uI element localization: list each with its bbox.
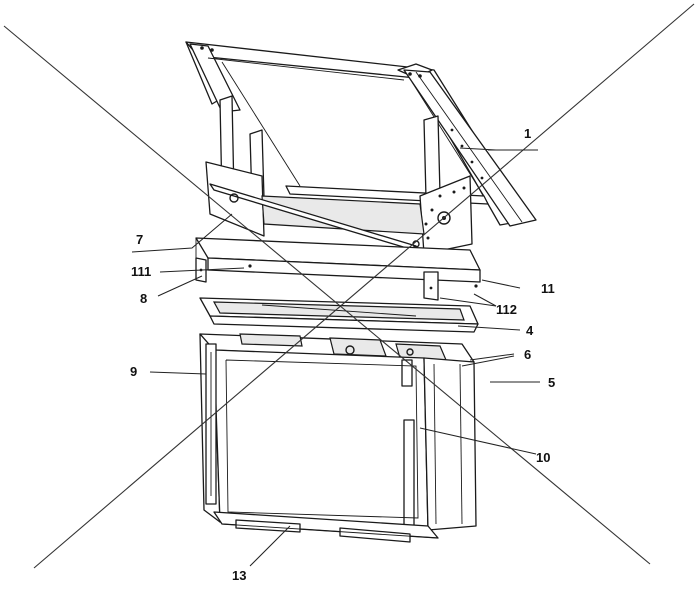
right-clip-top: [401, 359, 413, 387]
mounting-plate-front: [207, 257, 481, 283]
label-112: 112: [496, 302, 517, 317]
label-10: 10: [536, 450, 550, 465]
label-111: 111: [131, 264, 151, 279]
housing-front: [213, 349, 429, 531]
reference-numerals: 1 7 111 8 11 112 4 6 9 5 10 13: [130, 126, 555, 583]
label-5: 5: [548, 375, 555, 390]
leader-10: [419, 427, 537, 455]
outdoor-unit-housing: [199, 333, 477, 531]
leader-13: [249, 525, 291, 567]
right-side-plate: [419, 175, 473, 255]
base-foot-right: [339, 527, 411, 543]
right-clip: [403, 419, 415, 531]
top-component-1: [239, 333, 303, 347]
leader-4: [457, 325, 521, 331]
cross-line-a: [3, 25, 651, 565]
label-9: 9: [130, 364, 137, 379]
base-frame: [213, 511, 439, 543]
drip-tray: [199, 297, 479, 333]
cross-line-b: [33, 3, 695, 569]
leader-lines: [131, 147, 540, 567]
leader-7: [131, 213, 233, 253]
leader-112a: [473, 293, 497, 307]
top-component-2: [329, 337, 387, 357]
leader-6: [469, 353, 515, 361]
leader-112b: [439, 297, 497, 307]
leader-11: [481, 279, 521, 289]
mounting-plate: [195, 237, 481, 301]
leader-6b: [461, 355, 515, 367]
flange-right: [423, 271, 439, 301]
label-8: 8: [140, 291, 147, 306]
support-bracket-assembly: [205, 95, 473, 255]
bracket-back-plate: [261, 195, 425, 235]
right-post: [423, 115, 441, 199]
frame-left-rail-side: [189, 43, 241, 113]
housing-right-side: [423, 357, 477, 531]
label-7: 7: [136, 232, 143, 247]
leader-111: [159, 267, 245, 273]
label-6: 6: [524, 347, 531, 362]
label-11: 11: [541, 281, 555, 296]
leader-8: [157, 275, 203, 297]
label-1: 1: [524, 126, 531, 141]
tray-edge: [209, 315, 479, 333]
label-13: 13: [232, 568, 246, 583]
leader-9: [149, 371, 207, 375]
tray-inner: [212, 301, 465, 321]
label-4: 4: [526, 323, 534, 338]
